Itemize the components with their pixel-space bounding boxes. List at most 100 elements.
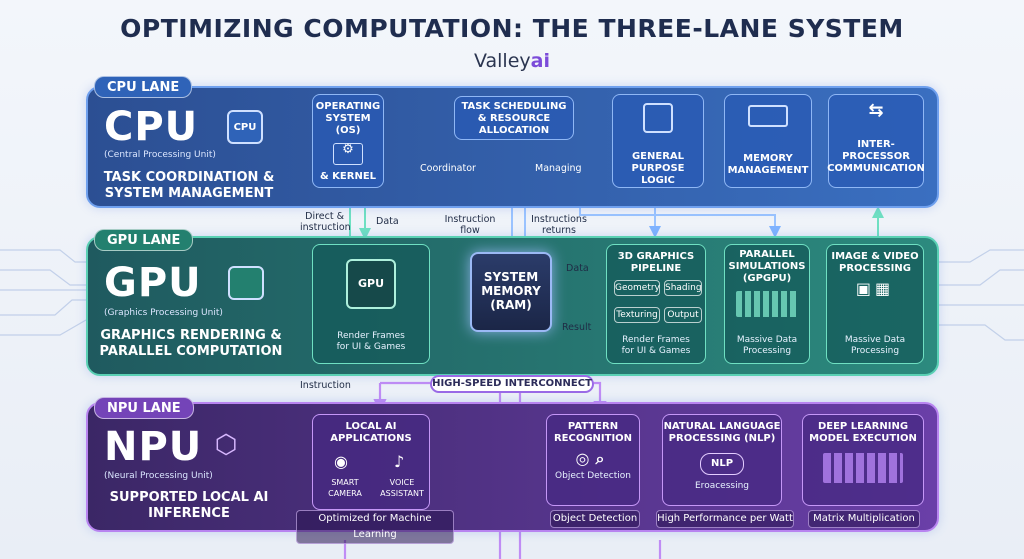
eye-search-icons: ◎⌕ [575, 449, 611, 468]
cpu-role: TASK COORDINATION &SYSTEM MANAGEMENT [98, 170, 280, 202]
label-coordinator: Coordinator [420, 163, 476, 174]
interproc-line1: INTER-PROCESSOR [842, 139, 910, 162]
general-line1: GENERAL [631, 151, 685, 162]
deep-line2: MODEL EXECUTION [809, 433, 917, 444]
swap-arrows-icon: ⇆ [868, 100, 884, 121]
image-video-box: IMAGE & VIDEO PROCESSING ▣▦ [826, 244, 924, 364]
camera-line1: SMART [331, 478, 359, 487]
instr-flow-line1: Instruction [444, 214, 496, 225]
gear-icon: ⚙ [333, 143, 363, 165]
page-title: OPTIMIZING COMPUTATION: THE THREE-LANE S… [120, 14, 904, 43]
gpu-lane-tab: GPU LANE [94, 229, 194, 251]
os-line3: & KERNEL [319, 171, 377, 182]
pipeline-line1: 3D GRAPHICS [617, 251, 695, 262]
image-desc-line2: Processing [850, 346, 900, 356]
label-instruction: Instruction [300, 380, 351, 391]
voice-line1: VOICE [389, 478, 415, 487]
ram-line3: (RAM) [490, 298, 532, 312]
gpu-fullname: (Graphics Processing Unit) [104, 308, 223, 318]
performance-per-watt-label: High Performance per Watt [656, 510, 794, 528]
gpu-role-line1: GRAPHICS RENDERING & [100, 328, 282, 343]
deep-line1: DEEP LEARNING [817, 421, 909, 432]
os-line2: SYSTEM (OS) [325, 113, 371, 136]
interproc-line2: COMMUNICATION [827, 163, 925, 174]
label-result: Result [562, 322, 592, 333]
npu-role-line2: INFERENCE [148, 506, 230, 521]
deep-learning-box: DEEP LEARNING MODEL EXECUTION [802, 414, 924, 506]
cpu-chip-label: CPU [233, 121, 257, 133]
cpu-role-line1: TASK COORDINATION & [103, 170, 275, 185]
gpu-chip-label: GPU [357, 277, 385, 290]
memory-icon [748, 105, 788, 127]
general-line2: PURPOSE LOGIC [631, 163, 685, 186]
processor-icon [643, 103, 673, 133]
nlp-line1: NATURAL LANGUAGE [663, 421, 781, 432]
npu-fullname: (Neural Processing Unit) [104, 471, 213, 481]
pipeline-line2: PIPELINE [630, 263, 682, 274]
matrix-icon [823, 453, 903, 483]
npu-lane [86, 402, 939, 532]
image-desc-line1: Massive Data [844, 335, 906, 345]
npu-heading: NPU [104, 424, 203, 470]
os-kernel-box: OPERATING SYSTEM (OS) ⚙ & KERNEL [312, 94, 384, 188]
gpu-heading: GPU [104, 260, 202, 306]
render-line2: for UI & Games [336, 342, 406, 352]
image-line1: IMAGE & VIDEO [831, 251, 919, 262]
local-ai-apps-box: LOCAL AI APPLICATIONS [312, 414, 430, 510]
gpu-render-box: GPU Render Frames for UI & Games [312, 244, 430, 364]
instr-flow-line2: flow [460, 225, 480, 236]
npu-role-line1: SUPPORTED LOCAL AI [109, 490, 269, 505]
brand-text: Valley [473, 50, 531, 72]
subtitle-brand: Valleyai [0, 50, 1024, 72]
parallel-simulations-box: PARALLEL SIMULATIONS (GPGPU) [724, 244, 810, 364]
label-data-up: Data [376, 216, 399, 227]
memory-management-box: MEMORY MANAGEMENT [724, 94, 812, 188]
nlp-bubble-icon: NLP [700, 453, 744, 475]
pipeline-desc-line1: Render Frames [622, 335, 690, 345]
gpu-role-line2: PARALLEL COMPUTATION [99, 344, 283, 359]
nlp-desc: Eroacessing [695, 481, 749, 491]
local-line1: LOCAL AI [345, 421, 397, 432]
cpu-lane-tab: CPU LANE [94, 76, 193, 98]
microphone-icon: ♪ [394, 452, 405, 471]
brand-ai-text: ai [530, 50, 550, 72]
cpu-fullname: (Central Processing Unit) [104, 150, 216, 160]
cpu-heading: CPU [104, 104, 199, 150]
matrix-multiplication-label: Matrix Multiplication [808, 510, 920, 528]
cpu-chip-icon: CPU [227, 110, 263, 144]
parallel-line2: SIMULATIONS [728, 261, 806, 272]
stage-texturing: Texturing [614, 307, 660, 323]
sched-line2: & RESOURCE [477, 113, 551, 124]
pattern-desc: Object Detection [555, 471, 631, 481]
direct-line1: Direct & [305, 211, 344, 222]
inter-processor-box: ⇆ INTER-PROCESSOR COMMUNICATION [827, 94, 925, 188]
general-purpose-box: GENERAL PURPOSE LOGIC [612, 94, 704, 188]
nlp-box: NATURAL LANGUAGE PROCESSING (NLP) NLP Er… [662, 414, 782, 506]
npu-lane-tab: NPU LANE [94, 397, 194, 419]
parallel-line3: (GPGPU) [742, 273, 792, 284]
memory-line1: MEMORY [743, 153, 793, 164]
camera-icon: ◉ [334, 452, 348, 471]
local-line2: APPLICATIONS [330, 433, 412, 444]
smart-camera-label: SMART CAMERA [324, 477, 366, 499]
neural-network-icon: ⬡ [214, 430, 238, 460]
voice-line2: ASSISTANT [380, 489, 424, 498]
high-speed-interconnect: HIGH-SPEED INTERCONNECT [430, 375, 594, 393]
camera-line2: CAMERA [328, 489, 362, 498]
object-detection-label: Object Detection [550, 510, 640, 528]
memory-line2: MANAGEMENT [727, 165, 809, 176]
optimized-ml-label: Optimized for Machine Learning [296, 510, 454, 544]
pattern-recognition-box: PATTERN RECOGNITION ◎⌕ Object Detection [546, 414, 640, 506]
os-line1: OPERATING [315, 101, 381, 112]
nlp-icon-label: NLP [710, 458, 734, 469]
parallel-desc-line2: Processing [742, 346, 792, 356]
core-grid-icon [736, 291, 798, 317]
pattern-line1: PATTERN [567, 421, 619, 432]
instr-ret-line2: returns [542, 225, 576, 236]
direct-line2: instruction [300, 222, 351, 233]
